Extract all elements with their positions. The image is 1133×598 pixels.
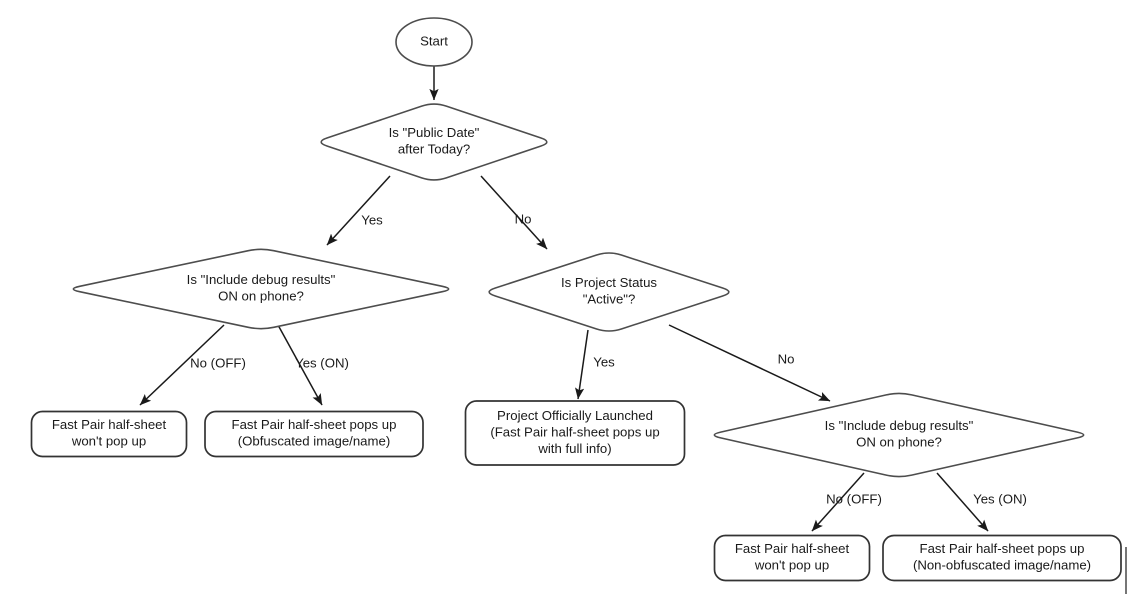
node-label-line: Fast Pair half-sheet pops up <box>232 417 397 432</box>
flow-node-launched[interactable]: Project Officially Launched(Fast Pair ha… <box>464 400 686 466</box>
flow-node-project_status[interactable]: Is Project Status "Active"? <box>488 252 730 332</box>
flow-edge-debug-left-yes-on: Yes (ON) <box>277 324 349 406</box>
flow-edge-debug-right-no-off: No (OFF) <box>811 472 882 532</box>
edge-label: Yes (ON) <box>295 355 349 370</box>
node-label-line: ON on phone? <box>856 435 942 450</box>
node-label-line: won't pop up <box>71 434 146 449</box>
flow-node-public_date[interactable]: Is "Public Date" after Today? <box>320 103 548 181</box>
flow-edge-public-date-no: No <box>480 175 548 250</box>
node-label-line: Fast Pair half-sheet <box>735 541 850 556</box>
start-ellipse <box>395 17 473 67</box>
flow-edge-debug-right-yes-on: Yes (ON) <box>936 472 1027 532</box>
edge-arrow <box>936 472 989 532</box>
edge-arrow <box>668 324 831 402</box>
edge-arrow <box>277 324 323 406</box>
node-label-line: Is "Include debug results" <box>825 418 974 433</box>
edge-label: No (OFF) <box>190 355 246 370</box>
node-label-line: "Active"? <box>583 292 636 307</box>
node-label-line: (Non-obfuscated image/name) <box>913 558 1091 573</box>
node-label-line: Is "Include debug results" <box>187 272 336 287</box>
flow-node-out_right_on[interactable]: Fast Pair half-sheet pops up (Non-obfusca… <box>882 534 1122 582</box>
edge-arrow <box>139 324 225 406</box>
terminal-box <box>464 400 686 466</box>
flow-node-start[interactable]: Start <box>395 17 473 67</box>
terminal-box <box>882 534 1122 582</box>
node-label-line: with full info) <box>537 441 611 456</box>
terminal-box <box>713 534 871 582</box>
flow-edge-public-date-yes: Yes <box>326 175 391 246</box>
node-label-line: Project Officially Launched <box>497 408 653 423</box>
flow-node-debug_right[interactable]: Is "Include debug results" ON on phone? <box>713 392 1085 478</box>
node-label-line: Fast Pair half-sheet <box>52 417 167 432</box>
node-label-line: after Today? <box>398 142 470 157</box>
decision-diamond <box>320 103 548 181</box>
node-label-line: Fast Pair half-sheet pops up <box>920 541 1085 556</box>
node-label-line: Is Project Status <box>561 275 657 290</box>
node-label-line: (Obfuscated image/name) <box>238 434 390 449</box>
node-label-line: Is "Public Date" <box>389 125 480 140</box>
edge-arrow <box>574 329 589 400</box>
edge-label: No (OFF) <box>826 491 882 506</box>
flow-edge-project-status-yes: Yes <box>574 329 615 400</box>
flow-edge-debug-left-no-off: No (OFF) <box>139 324 246 406</box>
node-label-line: Start <box>420 33 448 48</box>
flow-node-out_left_on[interactable]: Fast Pair half-sheet pops up (Obfuscated … <box>204 410 424 458</box>
decision-diamond <box>72 248 450 330</box>
edge-arrow <box>480 175 548 250</box>
edge-label: Yes <box>593 354 615 369</box>
terminal-box <box>30 410 188 458</box>
edge-arrow <box>326 175 391 246</box>
flow-node-out_left_off[interactable]: Fast Pair half-sheet won't pop up <box>30 410 188 458</box>
edge-label: Yes <box>361 212 383 227</box>
flow-node-out_right_off[interactable]: Fast Pair half-sheet won't pop up <box>713 534 871 582</box>
terminal-box <box>204 410 424 458</box>
decision-diamond <box>713 392 1085 478</box>
nodes-layer: Start Is "Public Date" after Today? Is "Inc… <box>30 17 1122 582</box>
decision-diamond <box>488 252 730 332</box>
flow-edge-project-status-no: No <box>668 324 831 402</box>
edge-label: No <box>515 211 532 226</box>
flow-node-debug_left[interactable]: Is "Include debug results" ON on phone? <box>72 248 450 330</box>
edge-label: Yes (ON) <box>973 491 1027 506</box>
node-label-line: (Fast Pair half-sheet pops up <box>490 424 659 439</box>
edge-label: No <box>778 351 795 366</box>
edge-arrow <box>811 472 865 532</box>
node-label-line: ON on phone? <box>218 289 304 304</box>
node-label-line: won't pop up <box>754 558 829 573</box>
